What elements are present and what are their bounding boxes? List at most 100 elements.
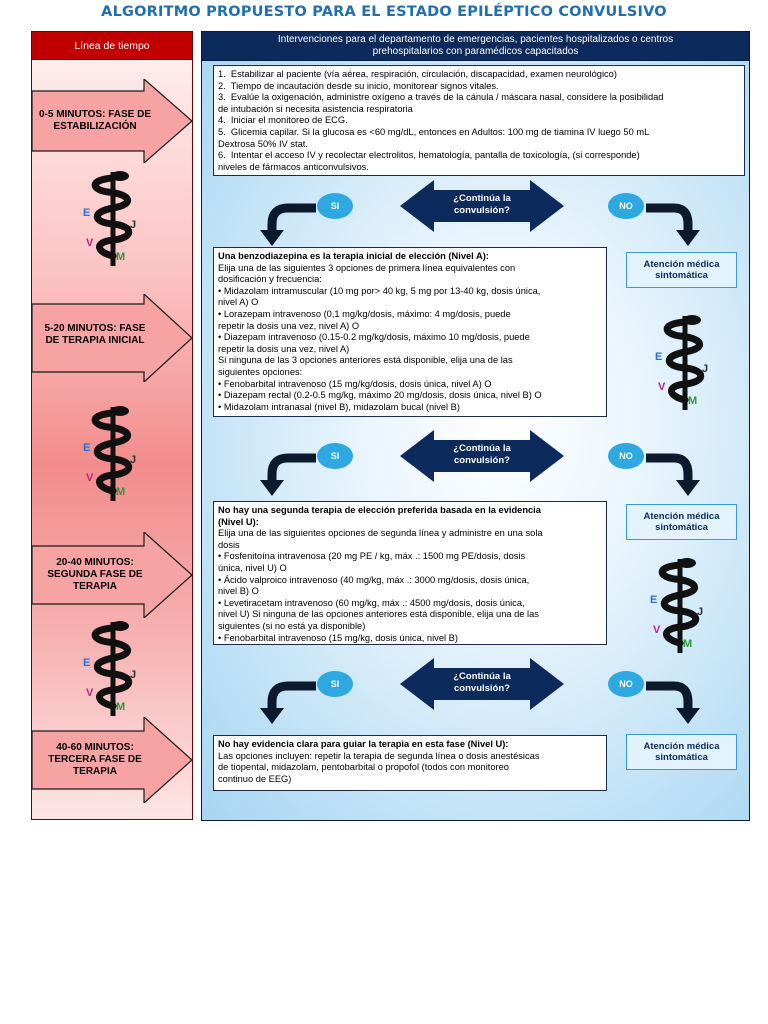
- symptomatic-care-3-line1: Atención médica: [643, 741, 720, 752]
- box3-line: siguientes (si no está ya disponible): [218, 620, 366, 631]
- box3-line: Elija una de las siguientes opciones de …: [218, 528, 543, 539]
- symptomatic-care-3-line2: sintomática: [655, 752, 708, 763]
- box3-line: (Nivel U):: [218, 516, 259, 527]
- caduceus-letter-j: J: [702, 363, 708, 375]
- symptomatic-care-box-3: Atención médica sintomática: [626, 734, 737, 770]
- box2-line: dosificación y frecuencia:: [218, 274, 322, 285]
- page-title: ALGORITMO PROPUESTO PARA EL ESTADO EPILÉ…: [101, 4, 667, 20]
- yes-curved-arrow-2: [258, 450, 318, 503]
- caduceus-letter-e: E: [83, 207, 90, 219]
- box4-line: continuo de EEG): [218, 773, 292, 784]
- phase-3-line2: SEGUNDA FASE DE: [47, 569, 143, 580]
- yes-curved-arrow-1: [258, 200, 318, 253]
- caduceus-letter-j: J: [130, 454, 136, 466]
- box2-line: • Diazepam intravenoso (0.15-0.2 mg/kg/d…: [218, 332, 530, 343]
- phase-label-1: 0-5 MINUTOS: FASE DE ESTABILIZACIÓN: [32, 109, 158, 133]
- caduceus-letter-m: M: [116, 486, 125, 498]
- box3-line: única, nivel U) O: [218, 562, 287, 573]
- symptomatic-care-box-2: Atención médica sintomática: [626, 504, 737, 540]
- phase-arrow-2: [32, 294, 193, 382]
- question-line2: convulsión?: [454, 205, 510, 216]
- initial-therapy-box: Una benzodiazepina es la terapia inicial…: [213, 247, 607, 417]
- phase-label-3: 20-40 MINUTOS: SEGUNDA FASE DE TERAPIA: [32, 557, 158, 593]
- box2-line: nivel A) O: [218, 297, 259, 308]
- phase-arrow-1: [32, 79, 193, 163]
- timeline-phase-3: 20-40 MINUTOS: SEGUNDA FASE DE TERAPIA: [32, 532, 195, 618]
- box2-line: siguientes opciones:: [218, 366, 303, 377]
- caduceus-letter-e: E: [83, 657, 90, 669]
- caduceus-letter-v: V: [86, 687, 94, 699]
- box3-line: • Levetiracetam intravenoso (60 mg/kg, m…: [218, 597, 525, 608]
- box3-line: • Ácido valproico intravenoso (40 mg/kg,…: [218, 574, 530, 585]
- yes-oval-1: SI: [317, 193, 353, 219]
- stabilization-box: 1. Estabilizar al paciente (vía aérea, r…: [213, 65, 745, 176]
- caduceus-letter-e: E: [83, 442, 90, 454]
- question-line1: ¿Continúa la: [453, 193, 511, 204]
- caduceus-letter-v: V: [86, 237, 94, 249]
- box2-line: repetir la dosis una vez, nivel A): [218, 343, 350, 354]
- box3-line: • Fosfenitoína intravenosa (20 mg PE / k…: [218, 551, 526, 562]
- phase-label-4: 40-60 MINUTOS: TERCERA FASE DE TERAPIA: [32, 742, 158, 778]
- box3-line: nivel U) Si ninguna de las opciones ante…: [218, 609, 539, 620]
- box4-line: de tiopental, midazolam, pentobarbital o…: [218, 762, 509, 773]
- box2-line: Elija una de las siguientes 3 opciones d…: [218, 262, 516, 273]
- box3-line: dosis: [218, 539, 240, 550]
- box1-line: 2. Tiempo de incautación desde su inicio…: [218, 80, 499, 91]
- box2-line: repetir la dosis una vez, nivel A) O: [218, 320, 360, 331]
- question-line2: convulsión?: [454, 683, 510, 694]
- symptomatic-care-1-line2: sintomática: [655, 270, 708, 281]
- symptomatic-care-2-line1: Atención médica: [643, 511, 720, 522]
- box2-line: • Midazolam intramuscular (10 mg por> 40…: [218, 285, 541, 296]
- symptomatic-care-2-line2: sintomática: [655, 522, 708, 533]
- box2-line: • Lorazepam intravenoso (0,1 mg/kg/dosis…: [218, 308, 511, 319]
- caduceus-letter-m: M: [688, 395, 697, 407]
- box1-line: 5. Glicemia capilar. Si la glucosa es <6…: [218, 126, 650, 137]
- caduceus-letter-m: M: [116, 251, 125, 263]
- caduceus-letter-j: J: [697, 606, 703, 618]
- caduceus-letter-m: M: [683, 638, 692, 650]
- phase-1-line1: 0-5 MINUTOS: FASE DE: [38, 109, 152, 120]
- phase-4-line2: TERCERA FASE DE: [48, 754, 142, 765]
- yes-curved-arrow-3: [258, 678, 318, 731]
- question-line1: ¿Continúa la: [453, 671, 511, 682]
- box2-line: Una benzodiazepina es la terapia inicial…: [218, 251, 489, 261]
- caduceus-letter-e: E: [655, 351, 662, 363]
- no-oval-3: NO: [608, 671, 644, 697]
- no-curved-arrow-1: [644, 200, 704, 253]
- box3-line: No hay una segunda terapia de elección p…: [218, 505, 541, 515]
- box3-line: nivel B) O: [218, 586, 259, 597]
- interventions-header-line1: Intervenciones para el departamento de e…: [277, 34, 674, 45]
- box1-line: Dextrosa 50% IV stat.: [218, 138, 308, 149]
- box3-line: • Fenobarbital intravenoso (15 mg/kg, do…: [218, 632, 458, 643]
- phase-1-line2: ESTABILIZACIÓN: [53, 121, 137, 132]
- no-curved-arrow-3: [644, 678, 704, 731]
- phase-4-line1: 40-60 MINUTOS:: [56, 742, 134, 753]
- phase-arrow-3: [32, 532, 193, 618]
- box2-line: Si ninguna de las 3 opciones anteriores …: [218, 355, 513, 366]
- timeline-phase-1: 0-5 MINUTOS: FASE DE ESTABILIZACIÓN: [32, 79, 195, 163]
- phase-2-line1: 5-20 MINUTOS: FASE: [44, 323, 146, 334]
- phase-arrow-4: [32, 717, 193, 803]
- symptomatic-care-box-1: Atención médica sintomática: [626, 252, 737, 288]
- timeline-header: Línea de tiempo: [31, 31, 193, 60]
- no-curved-arrow-2: [644, 450, 704, 503]
- question-line2: convulsión?: [454, 455, 510, 466]
- phase-label-2: 5-20 MINUTOS: FASE DE TERAPIA INICIAL: [32, 323, 158, 347]
- phase-3-line3: TERAPIA: [73, 581, 117, 592]
- box1-line: 3. Evalúe la oxigenación, administre oxí…: [218, 92, 664, 103]
- second-therapy-box: No hay una segunda terapia de elección p…: [213, 501, 607, 645]
- box1-line: 6. Intentar el acceso IV y recolectar el…: [218, 150, 640, 161]
- phase-4-line3: TERAPIA: [73, 766, 117, 777]
- caduceus-letter-v: V: [653, 624, 661, 636]
